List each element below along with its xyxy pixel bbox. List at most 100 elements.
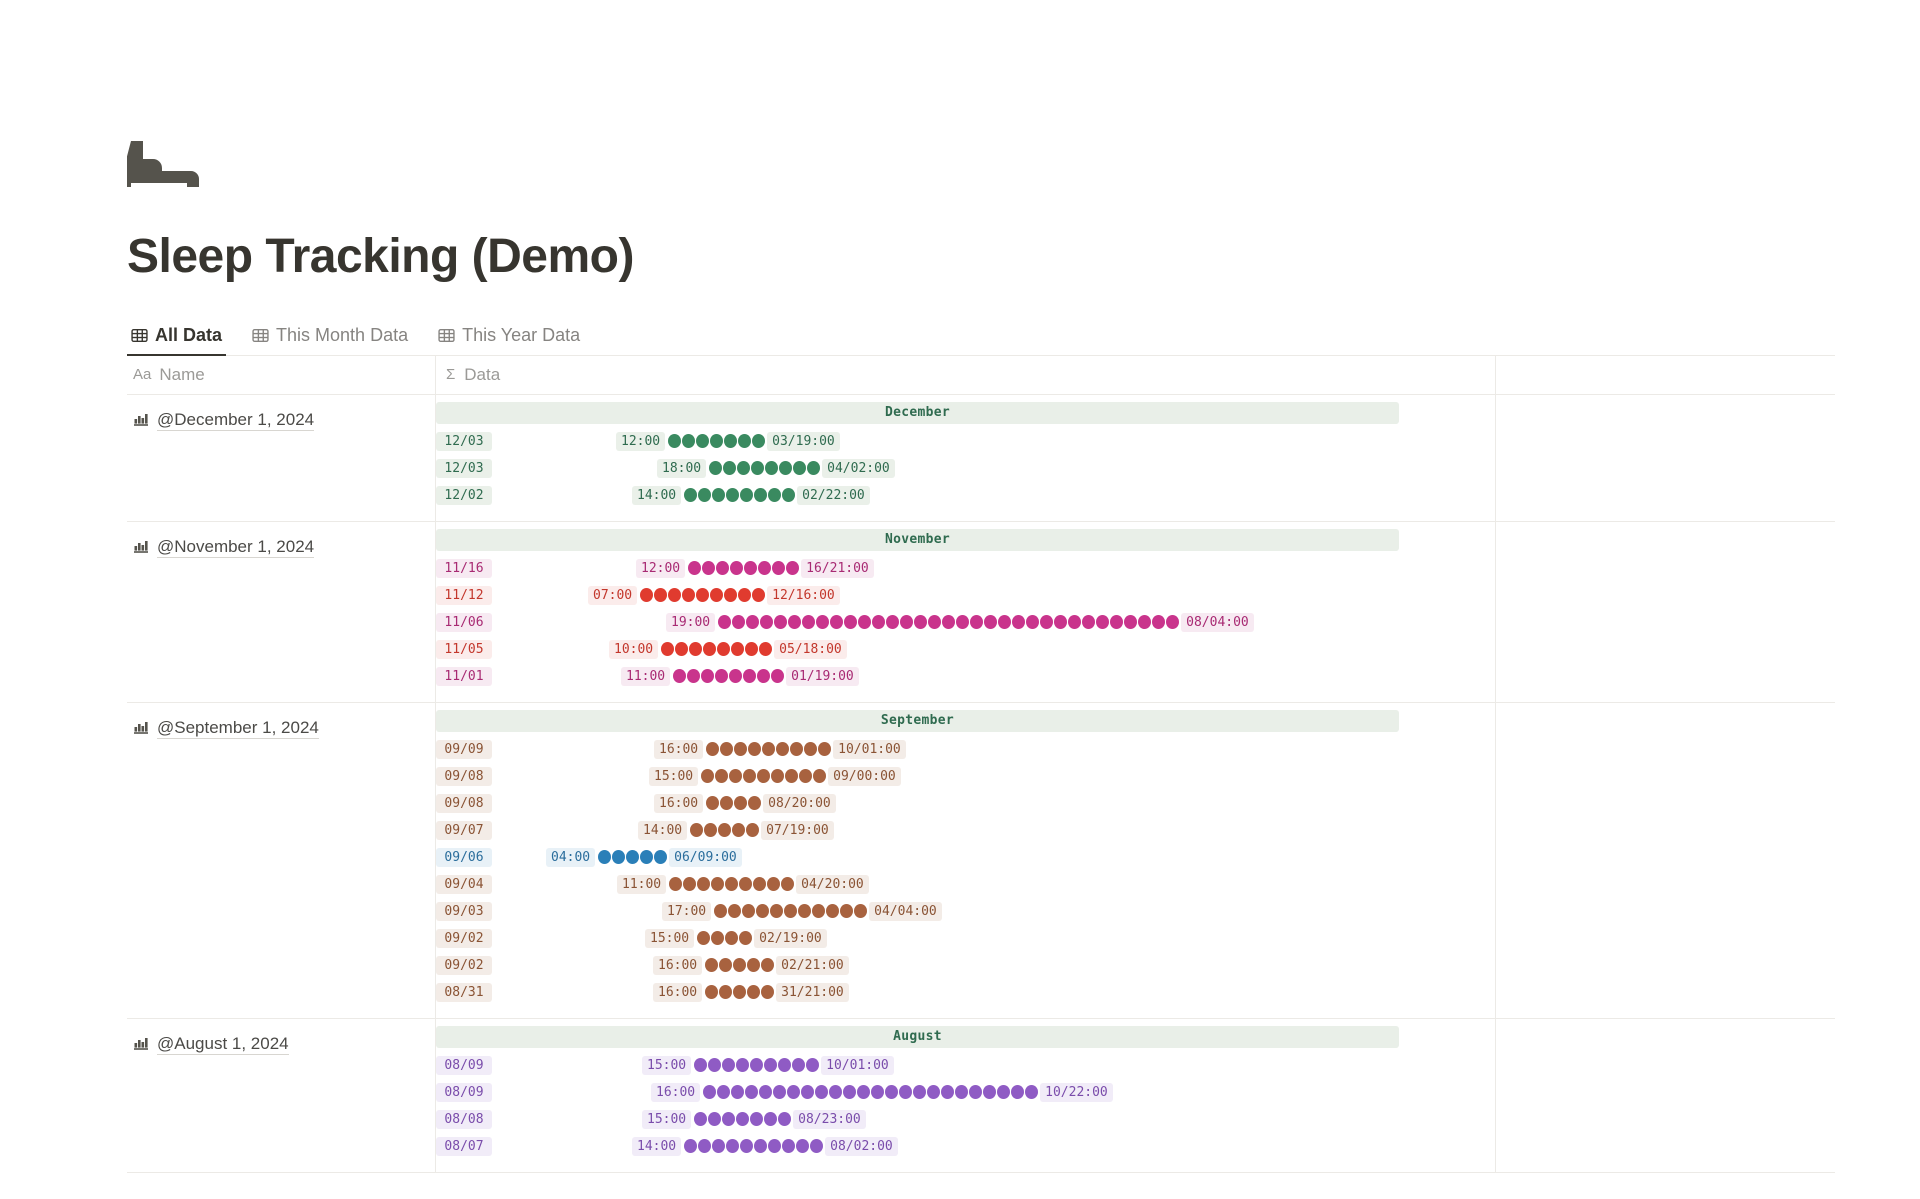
duration-dot [752, 877, 766, 892]
duration-dot [686, 669, 700, 684]
entry-date-chip: 11/12 [436, 585, 492, 605]
duration-dot [730, 642, 744, 657]
duration-dot [711, 488, 725, 503]
table-icon [438, 327, 455, 344]
duration-dot [771, 561, 785, 576]
duration-dot [746, 958, 760, 973]
duration-dot [728, 769, 742, 784]
entry-start-time: 14:00 [632, 1136, 682, 1156]
duration-dot [778, 461, 792, 476]
duration-dot [843, 615, 857, 630]
month-header-bar: November [436, 528, 1399, 551]
row-name-link[interactable]: @December 1, 2024 [157, 409, 315, 432]
entry-start-time: 16:00 [653, 982, 703, 1002]
duration-dot [1081, 615, 1095, 630]
duration-dot [674, 642, 688, 657]
tab-this-year-data[interactable]: This Year Data [434, 325, 584, 355]
duration-dot [709, 588, 723, 603]
duration-dot [747, 742, 761, 757]
duration-dot [899, 615, 913, 630]
duration-dot [760, 985, 774, 1000]
duration-dot [815, 615, 829, 630]
entry-date-chip: 11/05 [436, 639, 492, 659]
entry-date-chip: 09/02 [436, 928, 492, 948]
chart-icon [133, 719, 149, 740]
duration-dot [811, 904, 825, 919]
duration-dot [856, 1085, 870, 1100]
duration-dot [681, 434, 695, 449]
duration-dot [842, 1085, 856, 1100]
duration-dot [724, 931, 738, 946]
duration-dot [730, 1085, 744, 1100]
row-name-link[interactable]: @September 1, 2024 [157, 717, 319, 740]
entry-end-time: 10/22:00 [1040, 1082, 1113, 1102]
duration-dot [724, 877, 738, 892]
duration-dot [803, 742, 817, 757]
duration-dot [806, 461, 820, 476]
duration-dot [761, 742, 775, 757]
column-header-name[interactable]: Aa Name [127, 365, 435, 385]
duration-dot [705, 742, 719, 757]
duration-dot [786, 1085, 800, 1100]
duration-dot [758, 1085, 772, 1100]
duration-dot [982, 1085, 996, 1100]
row-name-link[interactable]: @November 1, 2024 [157, 536, 315, 559]
duration-dot [731, 823, 745, 838]
duration-dot [809, 1139, 823, 1154]
duration-dot [714, 669, 728, 684]
entry-duration-dots [691, 1058, 821, 1073]
duration-dot [757, 561, 771, 576]
tab-this-month-data[interactable]: This Month Data [248, 325, 412, 355]
entry-end-time: 02/19:00 [754, 928, 827, 948]
entry-start-time: 14:00 [638, 820, 688, 840]
duration-dot [777, 1112, 791, 1127]
duration-dot [711, 1139, 725, 1154]
entry-date-chip: 09/09 [436, 739, 492, 759]
duration-dot [784, 769, 798, 784]
duration-dot [739, 1139, 753, 1154]
entry-end-time: 08/20:00 [763, 793, 836, 813]
column-header-data[interactable]: Σ Data [435, 355, 1495, 394]
duration-dot [792, 461, 806, 476]
entry-end-time: 04/20:00 [796, 874, 869, 894]
duration-dot [722, 461, 736, 476]
duration-dot [697, 488, 711, 503]
duration-dot [1010, 1085, 1024, 1100]
duration-dot [715, 561, 729, 576]
duration-dot [719, 742, 733, 757]
duration-dot [751, 434, 765, 449]
entry-date-chip: 11/16 [436, 558, 492, 578]
entry-end-time: 16/21:00 [801, 558, 874, 578]
duration-dot [707, 1112, 721, 1127]
duration-dot [940, 1085, 954, 1100]
row-name-link[interactable]: @August 1, 2024 [157, 1033, 289, 1056]
duration-dot [969, 615, 983, 630]
duration-dot [753, 1139, 767, 1154]
bed-icon [127, 135, 199, 193]
entry-end-time: 10/01:00 [821, 1055, 894, 1075]
duration-dot [785, 561, 799, 576]
tab-all-data[interactable]: All Data [127, 325, 227, 356]
duration-dot [727, 904, 741, 919]
duration-dot [787, 615, 801, 630]
duration-dot [772, 1085, 786, 1100]
duration-dot [1095, 615, 1109, 630]
duration-dot [795, 1139, 809, 1154]
entry-duration-dots [658, 642, 774, 657]
duration-dot [737, 588, 751, 603]
duration-dot [721, 1112, 735, 1127]
duration-dot [997, 615, 1011, 630]
duration-dot [707, 1058, 721, 1073]
duration-dot [884, 1085, 898, 1100]
